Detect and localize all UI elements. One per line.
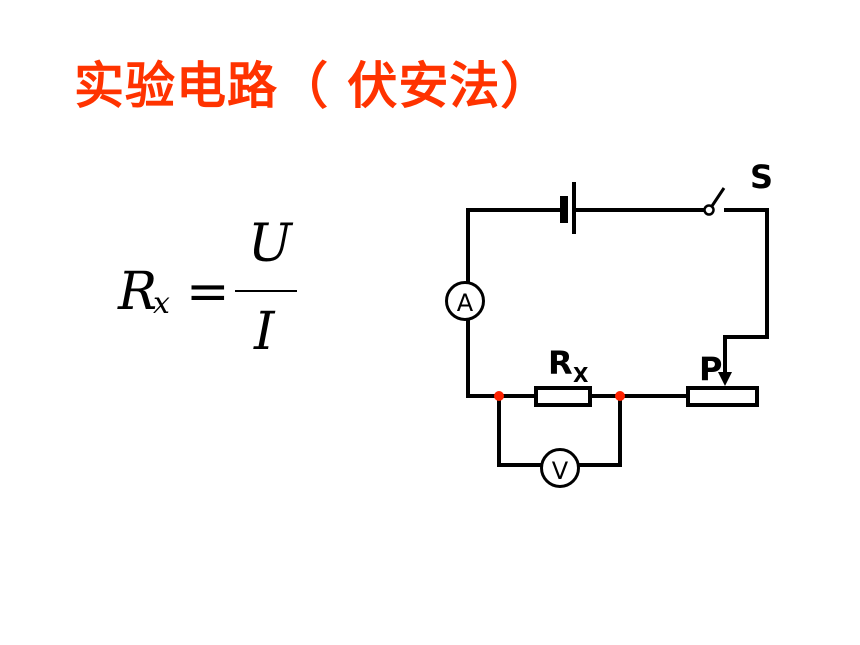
circuit-wires [466,208,769,467]
ohms-law-formula: R x = U I [118,214,318,372]
rheostat-slider-arrow [718,372,732,386]
ammeter-symbol: A [457,289,474,317]
switch-lever [710,187,726,207]
voltmeter-circle [540,448,580,488]
battery-positive-plate [572,182,576,234]
rheostat-label: P [699,350,722,388]
battery-symbol [560,182,576,234]
voltmeter: V [540,448,580,488]
formula-equals-sign: = [186,262,230,322]
resistor-label-subscript: X [573,363,589,387]
rheostat-body [686,386,759,407]
formula-fraction-bar [235,290,297,292]
battery-negative-plate [560,196,568,223]
formula-numerator: U [248,214,292,274]
switch-label: S [750,158,773,196]
junction-node-right [615,391,625,401]
voltmeter-symbol: V [552,457,569,485]
resistor-rx [534,386,592,407]
formula-denominator: I [254,302,275,362]
switch-pivot [703,204,715,216]
rheostat [686,372,759,407]
formula-resistance-symbol: R [118,262,158,322]
formula-resistance-subscript: x [153,286,170,321]
ammeter-circle [445,281,485,321]
junction-node-left [494,391,504,401]
resistor-body [534,386,592,407]
page-title: 实验电路（ 伏安法） [74,57,552,115]
switch-symbol [703,187,726,216]
ammeter: A [445,281,485,321]
resistor-label: R [548,344,573,382]
